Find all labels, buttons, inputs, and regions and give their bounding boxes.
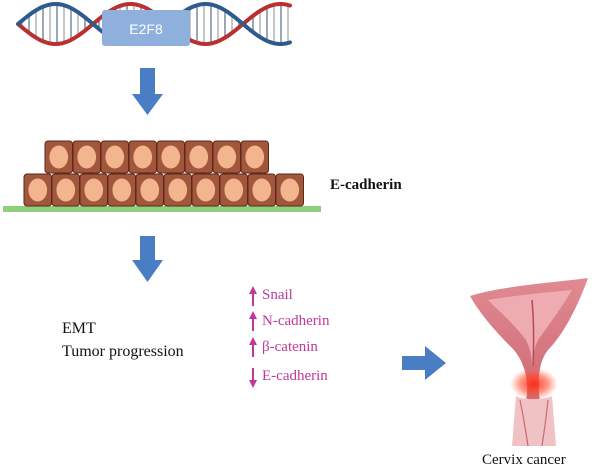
epithelial-cell xyxy=(212,140,241,174)
cell-layer-label: E-cadherin xyxy=(330,177,402,193)
epithelial-cell xyxy=(23,173,52,207)
cell-nucleus xyxy=(28,178,48,202)
epithelial-cell xyxy=(219,173,248,207)
epithelial-cell xyxy=(107,173,136,207)
marker-arrow-icons xyxy=(249,286,257,388)
epithelial-cell xyxy=(51,173,80,207)
organ-label: Cervix cancer xyxy=(482,452,566,468)
cell-nucleus xyxy=(49,145,69,169)
right-arrow-icon xyxy=(402,346,446,380)
cell-nucleus xyxy=(77,145,97,169)
epithelial-cell xyxy=(184,140,213,174)
cell-nucleus xyxy=(140,178,160,202)
down-arrow-icon xyxy=(132,68,163,115)
process-label-emt: EMT xyxy=(62,320,96,337)
epithelial-cell xyxy=(240,140,269,174)
cell-nucleus xyxy=(245,145,265,169)
epithelial-cell xyxy=(72,140,101,174)
gene-label: E2F8 xyxy=(129,21,163,37)
cell-nucleus xyxy=(133,145,153,169)
cell-nucleus xyxy=(252,178,272,202)
cell-nucleus xyxy=(56,178,76,202)
epithelial-cell-layer xyxy=(3,140,321,212)
basement-membrane xyxy=(3,206,321,212)
cell-nucleus xyxy=(189,145,209,169)
cell-nucleus xyxy=(112,178,132,202)
epithelial-cell xyxy=(247,173,276,207)
cell-nucleus xyxy=(224,178,244,202)
marker-snail: Snail xyxy=(262,287,293,303)
up-arrow-icon xyxy=(249,286,257,306)
cell-nucleus xyxy=(84,178,104,202)
cell-nucleus xyxy=(105,145,125,169)
epithelial-cell xyxy=(128,140,157,174)
cell-nucleus xyxy=(280,178,300,202)
process-label-tumor-progression: Tumor progression xyxy=(62,343,184,360)
epithelial-cell xyxy=(44,140,73,174)
cell-nucleus xyxy=(217,145,237,169)
marker-n-cadherin: N-cadherin xyxy=(262,313,330,329)
epithelial-cell xyxy=(100,140,129,174)
up-arrow-icon xyxy=(249,311,257,331)
epithelial-cell xyxy=(79,173,108,207)
up-arrow-icon xyxy=(249,337,257,357)
cell-nucleus xyxy=(168,178,188,202)
cell-nucleus xyxy=(161,145,181,169)
epithelial-cell xyxy=(275,173,304,207)
epithelial-cell xyxy=(191,173,220,207)
down-arrow-icon xyxy=(132,236,163,282)
epithelial-cell xyxy=(163,173,192,207)
marker-e-cadherin: E-cadherin xyxy=(262,368,328,384)
cervix-uterus-icon xyxy=(470,278,588,447)
epithelial-cell xyxy=(156,140,185,174)
tumor-highlight xyxy=(510,368,558,400)
down-arrow-icon xyxy=(249,368,257,388)
epithelial-cell xyxy=(135,173,164,207)
marker-beta-catenin: β-catenin xyxy=(262,339,318,355)
cell-nucleus xyxy=(196,178,216,202)
gene-box: E2F8 xyxy=(102,10,190,46)
